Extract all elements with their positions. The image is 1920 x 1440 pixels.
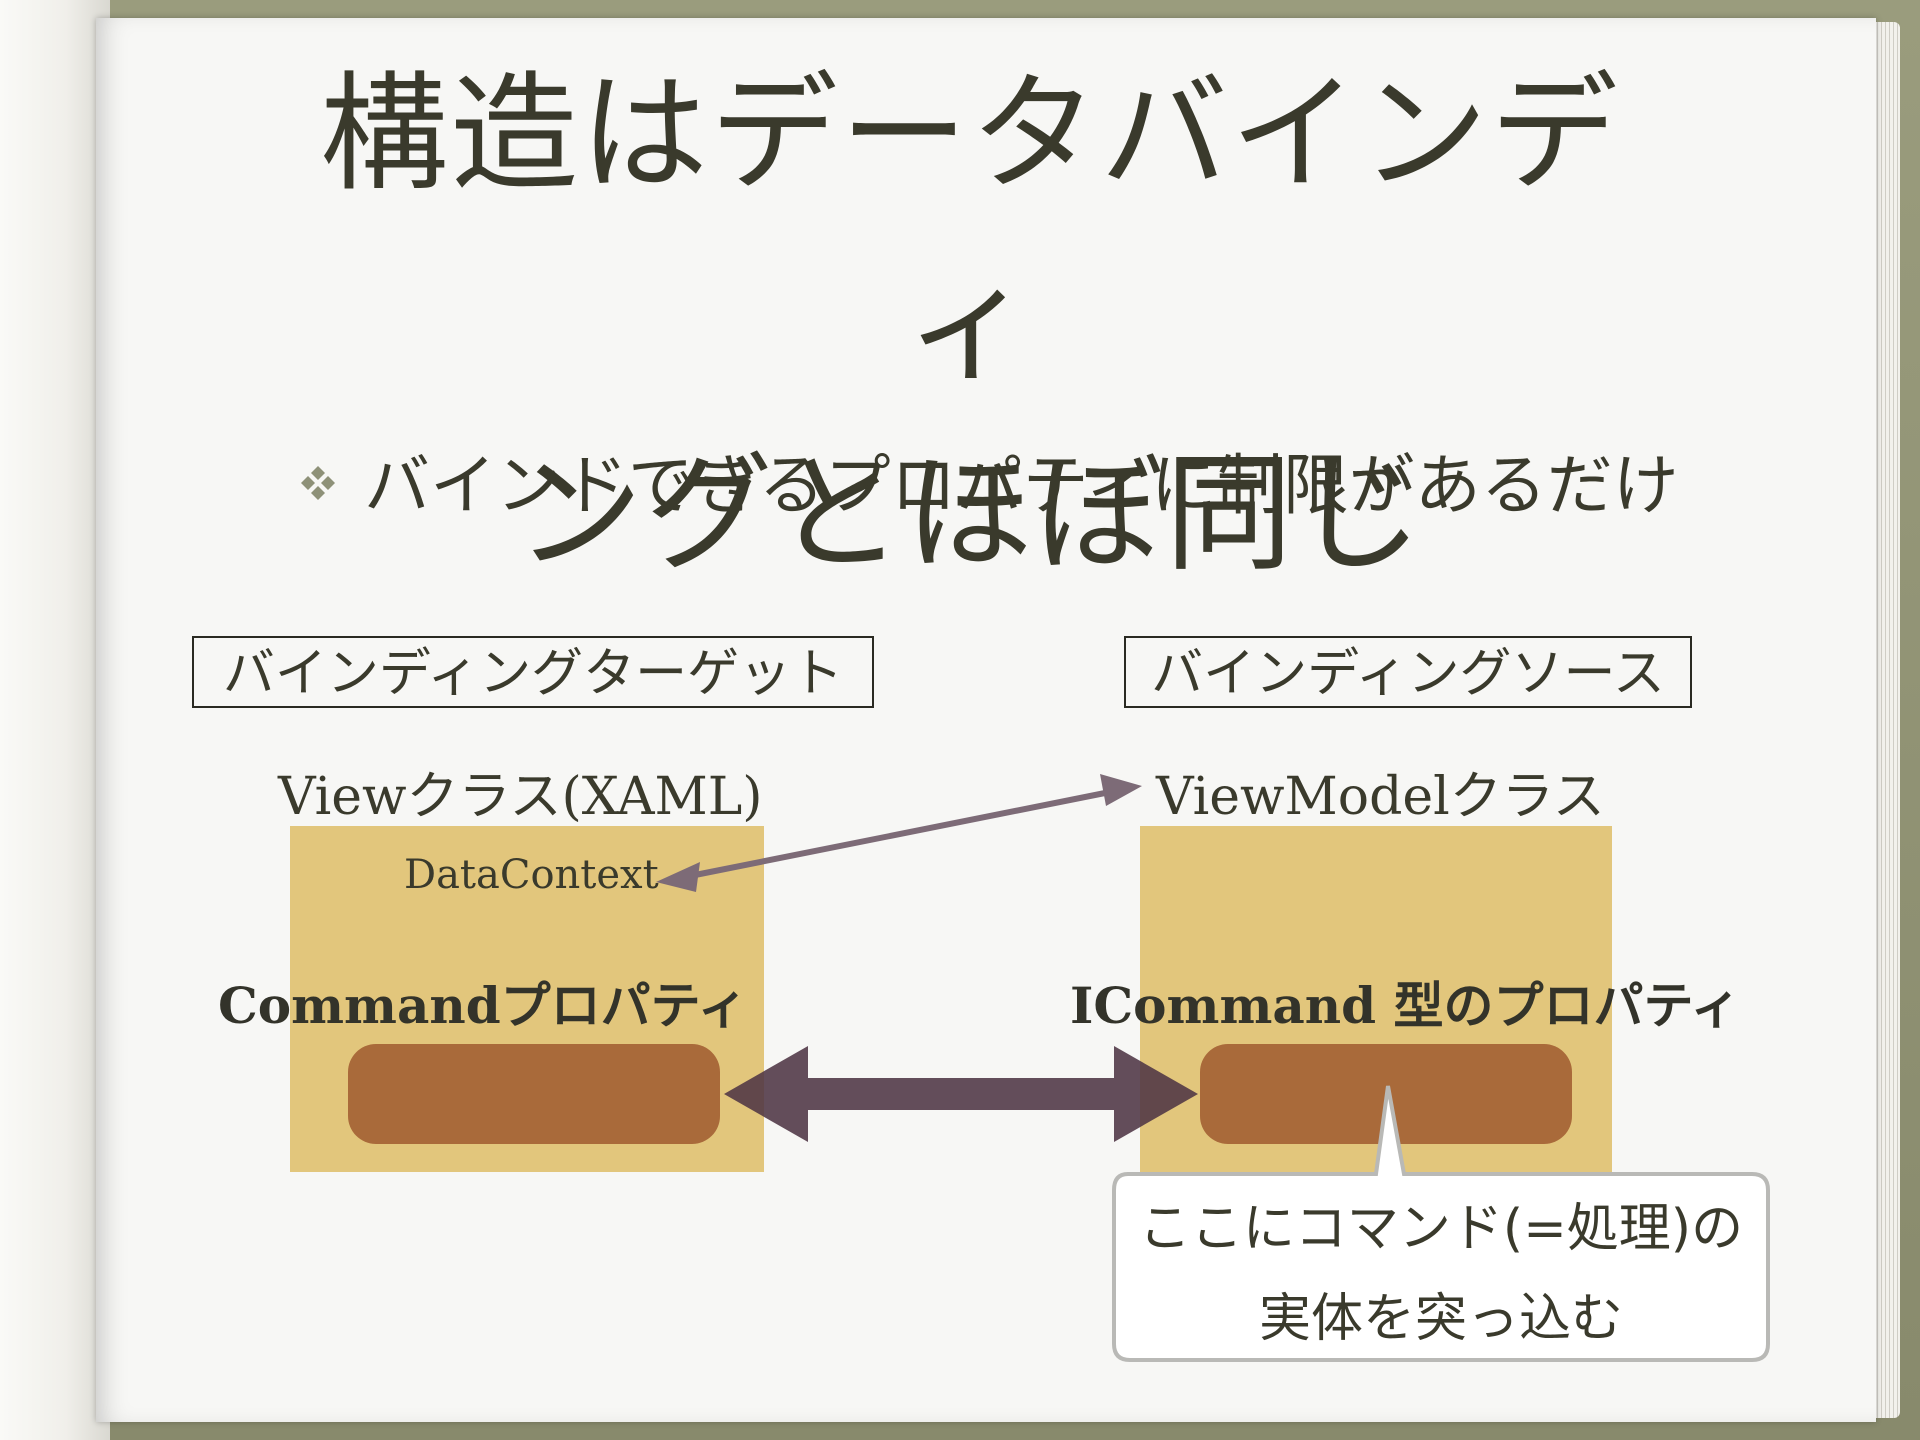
icommand-property-label: ICommand 型のプロパティ bbox=[1070, 976, 1741, 1035]
command-property-slot bbox=[348, 1044, 720, 1144]
command-property-label: Commandプロパティ bbox=[218, 976, 748, 1035]
callout-line-1: ここにコマンド(=処理)の bbox=[1138, 1199, 1744, 1259]
icommand-property-slot bbox=[1200, 1044, 1572, 1144]
bullet-item: バインドできるプロパティに制限があるだけ bbox=[296, 440, 1756, 524]
diamond-cluster-icon bbox=[296, 458, 340, 502]
data-context-label: DataContext bbox=[404, 852, 659, 898]
binding-target-label: バインディングターゲット bbox=[192, 636, 874, 708]
viewmodel-class-label: ViewModelクラス bbox=[1156, 767, 1605, 827]
bullet-text: バインドできるプロパティに制限があるだけ bbox=[364, 447, 1679, 524]
title-line-1: 構造はデータバインディ bbox=[319, 60, 1620, 399]
callout-line-2: 実体を突っ込む bbox=[1258, 1289, 1623, 1349]
view-class-label: Viewクラス(XAML) bbox=[278, 767, 763, 827]
binding-source-label: バインディングソース bbox=[1124, 636, 1692, 708]
left-page-curl bbox=[0, 0, 110, 1440]
slide-title: 構造はデータバインディ ングとほぼ同じ bbox=[260, 40, 1680, 610]
title-line-2: ングとほぼ同じ bbox=[514, 440, 1425, 589]
